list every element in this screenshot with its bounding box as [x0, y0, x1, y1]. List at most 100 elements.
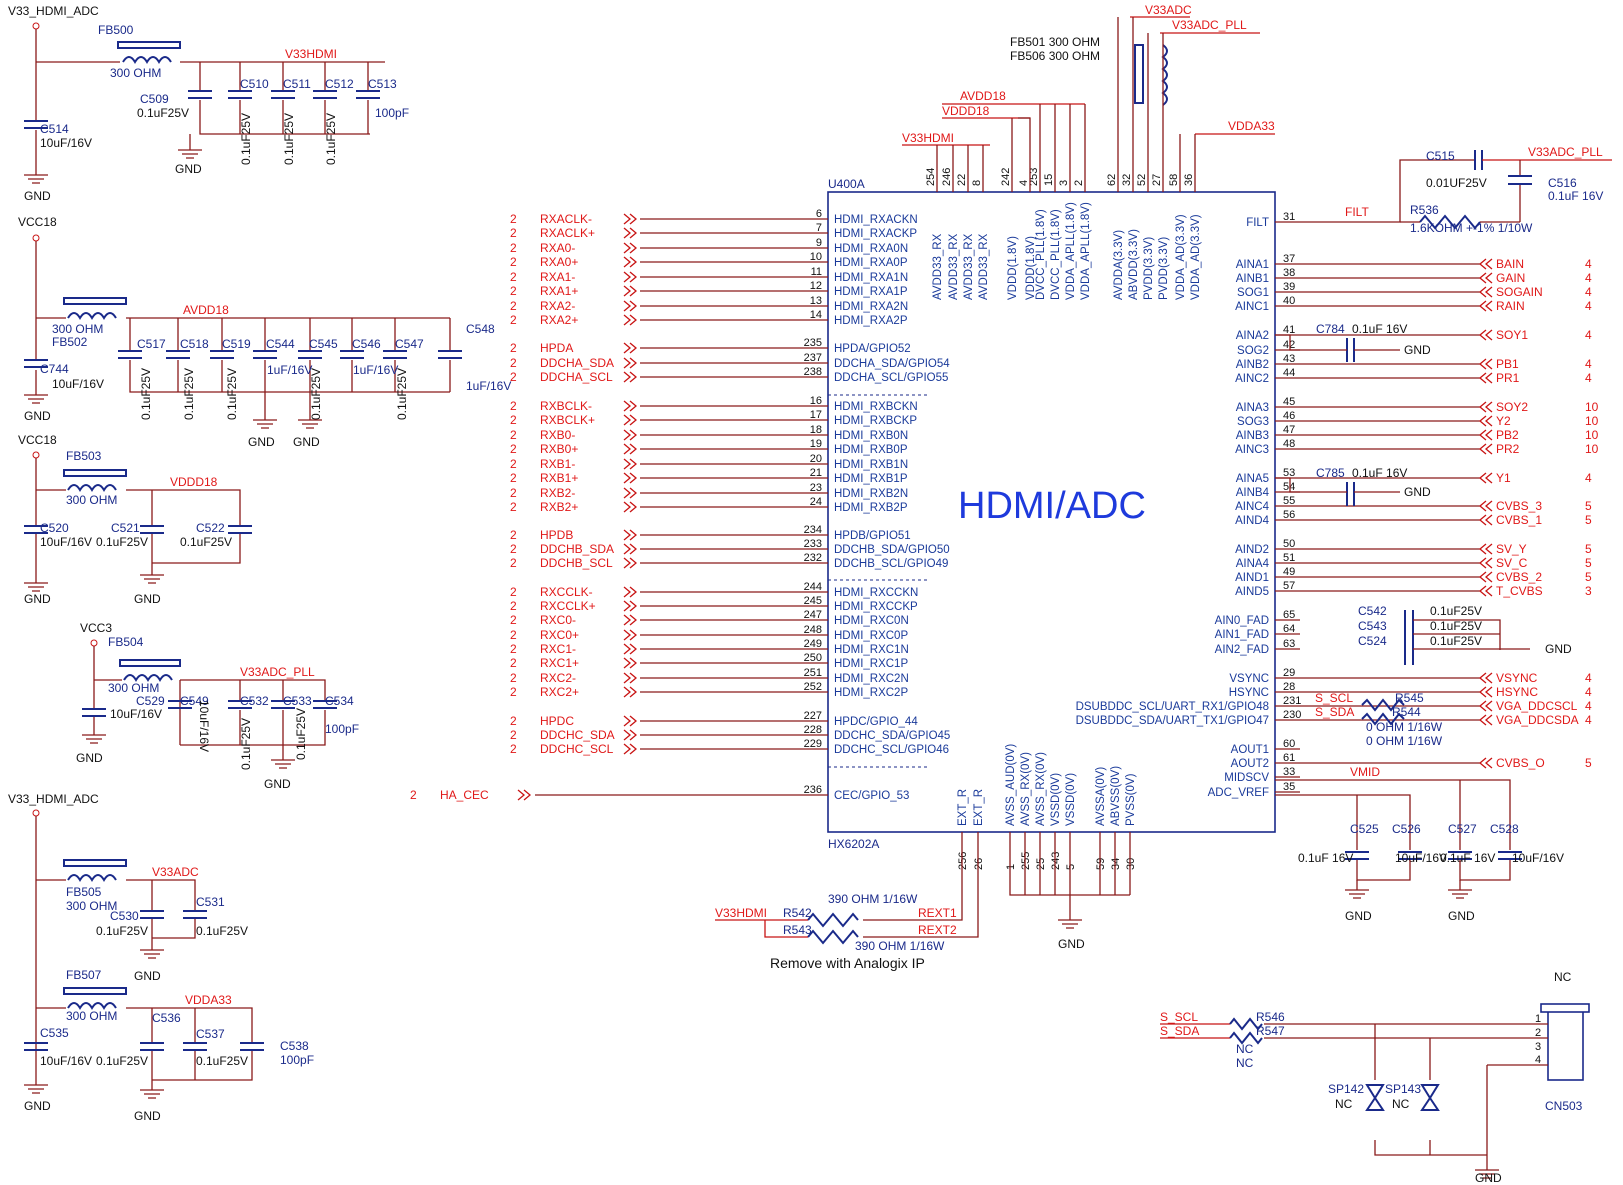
- sheet-ref: 4: [1585, 285, 1592, 299]
- v33hdmi-drops: [936, 145, 984, 192]
- pin-number: 231: [1283, 695, 1301, 707]
- sp143-value: NC: [1392, 1097, 1410, 1111]
- c784-leads: [1275, 334, 1400, 351]
- r536-value: 1.6KOHM +-1% 1/10W: [1410, 221, 1533, 235]
- net-label: HPDB: [540, 528, 573, 542]
- c524-ref: C524: [1358, 634, 1387, 648]
- pin-name: AVDDA(3.3V): [1113, 230, 1125, 300]
- pin-number: 243: [1050, 852, 1062, 870]
- c536-value: 0.1uF25V: [96, 1054, 148, 1068]
- port-arrow-icon: [623, 242, 638, 254]
- c524-value: 0.1uF25V: [1430, 634, 1482, 648]
- net-label: Y1: [1496, 471, 1511, 485]
- port-arrow-icon: [623, 529, 638, 541]
- fb507-wires: [35, 1007, 253, 1090]
- vddd18-top-label: VDDD18: [942, 104, 990, 118]
- pin-number: 17: [810, 409, 822, 421]
- pin-name: VSSD(0V): [1050, 773, 1062, 826]
- pin-number: 7: [816, 222, 822, 234]
- c519-ref: C519: [222, 337, 251, 351]
- c546-value: 1uF/16V: [353, 363, 398, 377]
- net-label: RXC0+: [540, 628, 579, 642]
- sheet-ref: 4: [1585, 713, 1592, 727]
- pin-name: HDMI_RXBCKP: [834, 415, 917, 427]
- pin-name: AVSSA(0V): [1095, 767, 1107, 826]
- pin-name: AOUT1: [1231, 744, 1269, 756]
- sheet-ref: 2: [510, 500, 517, 514]
- pin-name: AINC2: [1235, 373, 1269, 385]
- gnd-symbol: [24, 174, 48, 184]
- pin-number: 55: [1283, 495, 1295, 507]
- port-arrow-icon: [623, 314, 638, 326]
- net-label: DDCHB_SDA: [540, 542, 614, 556]
- r542-ref: R542: [783, 906, 812, 920]
- block3-caps: [24, 525, 252, 534]
- net-label: CVBS_2: [1496, 570, 1542, 584]
- connector-pin-number: 1: [1535, 1013, 1541, 1025]
- c529-value: 10uF/16V: [110, 707, 162, 721]
- block2-cap-wires: [129, 318, 451, 420]
- c533-ref: C533: [283, 694, 312, 708]
- port-arrow-icon: [623, 686, 638, 698]
- pin-number: 23: [810, 482, 822, 494]
- net-label: RXA1+: [540, 284, 578, 298]
- net-label: RXB2+: [540, 500, 578, 514]
- pin-name: DSUBDDC_SCL/UART_RX1/GPIO48: [1076, 701, 1269, 713]
- chip-body: [827, 191, 1276, 833]
- sheet-ref: 2: [510, 556, 517, 570]
- net-label: SV_Y: [1496, 542, 1527, 556]
- c785-value: 0.1uF 16V: [1352, 466, 1407, 480]
- pin-number: 12: [810, 280, 822, 292]
- vdda33-top-label: VDDA33: [1228, 119, 1275, 133]
- net-label: CVBS_O: [1496, 756, 1545, 770]
- fb504-body: [119, 659, 181, 667]
- pin-name: HDMI_RXB1N: [834, 459, 908, 471]
- pin-number: 58: [1168, 174, 1180, 186]
- fb504-value: 300 OHM: [108, 681, 159, 695]
- pin-name: VDDD(1.8V): [1025, 236, 1037, 300]
- r544-body: [1361, 712, 1405, 726]
- fb502-wires: [35, 241, 450, 395]
- c531-ref: C531: [196, 895, 225, 909]
- c534-value: 100pF: [325, 722, 359, 736]
- sheet-ref: 5: [1585, 499, 1592, 513]
- r545-value: 0 OHM 1/16W: [1366, 720, 1443, 734]
- pin-name: HDMI_RXACKN: [834, 214, 918, 226]
- c547-ref: C547: [395, 337, 424, 351]
- r536-body: [1419, 214, 1481, 230]
- pin-number: 43: [1283, 353, 1295, 365]
- v33adc-label: V33ADC: [1145, 3, 1192, 17]
- c548-ref: C548: [466, 322, 495, 336]
- pin-name: AIND4: [1235, 515, 1269, 527]
- sheet-ref: 4: [1585, 271, 1592, 285]
- sheet-ref: 2: [510, 714, 517, 728]
- port-arrow-icon: [1478, 714, 1493, 726]
- port-arrow-icon: [1478, 415, 1493, 427]
- pin-number: 37: [1283, 253, 1295, 265]
- pin-name: HDMI_RXC1N: [834, 644, 909, 656]
- c529-ref: C529: [136, 694, 165, 708]
- sheet-ref: 5: [1585, 542, 1592, 556]
- gnd-symbol: [140, 949, 164, 959]
- pin-number: 48: [1283, 438, 1295, 450]
- sheet-ref: 2: [510, 226, 517, 240]
- gnd-label: GND: [24, 189, 51, 203]
- gnd-symbol: [178, 149, 202, 159]
- port-arrow-icon: [1478, 700, 1493, 712]
- c519-value: 0.1uF25V: [225, 368, 239, 420]
- gnd-label: GND: [1404, 485, 1431, 499]
- power-port-icon: [32, 234, 40, 242]
- connector-pin-number: 2: [1535, 1027, 1541, 1039]
- port-arrow-icon: [1478, 286, 1493, 298]
- pin-name: AIN0_FAD: [1215, 615, 1269, 627]
- pin-name: DVCC_PLL(1.8V): [1050, 209, 1062, 300]
- pin-number: 249: [804, 638, 822, 650]
- port-arrow-icon: [1478, 372, 1493, 384]
- pin-name: DDCHA_SDA/GPIO54: [834, 358, 950, 370]
- v33-hdmi-adc-label-2: V33_HDMI_ADC: [8, 792, 99, 806]
- gnd-symbol: [1475, 1169, 1499, 1179]
- v33adc-pll-right-label: V33ADC_PLL: [1528, 145, 1603, 159]
- pin-number: 6: [816, 208, 822, 220]
- c526-symbol: [1345, 851, 1369, 860]
